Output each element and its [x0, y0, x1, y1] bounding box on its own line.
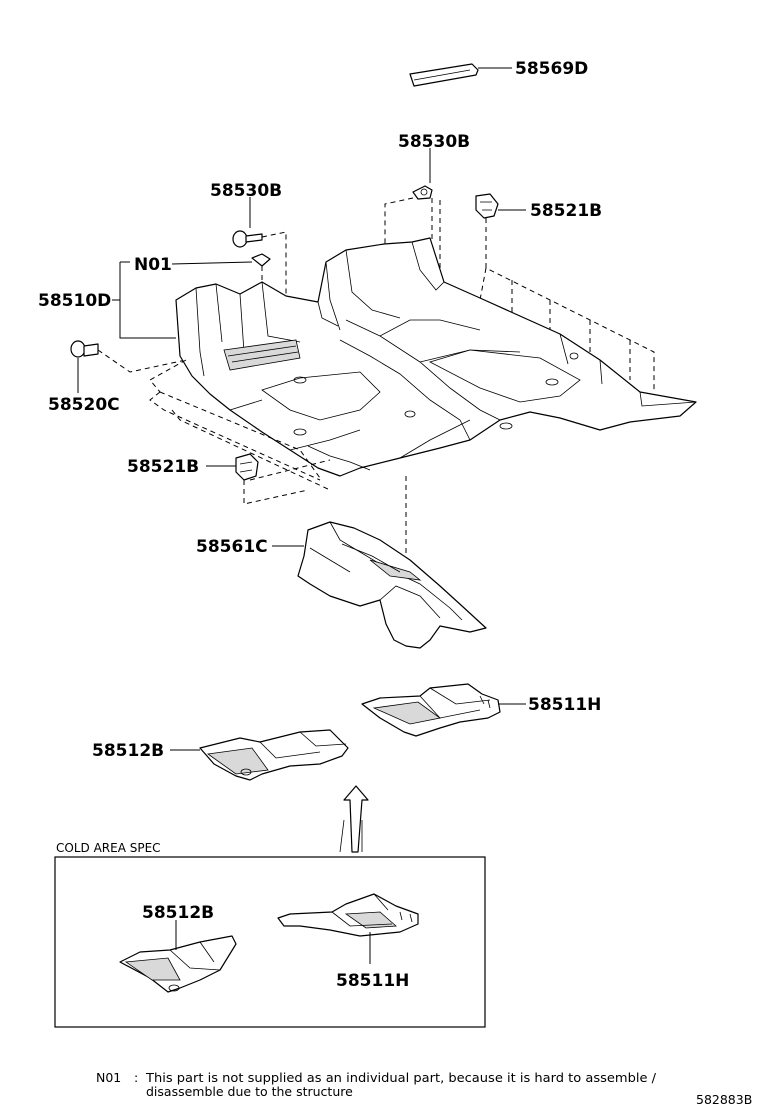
- insulator-58561c: [297, 521, 487, 649]
- label-58521b-right: 58521B: [530, 201, 602, 221]
- clip-58530b-upper: [412, 185, 433, 200]
- arrow-up-icon: [339, 785, 369, 853]
- cold-area-spec-box: COLD AREA SPEC 58512B 58511H: [54, 841, 486, 1028]
- label-58511h: 58511H: [528, 695, 601, 715]
- label-n01: N01: [134, 255, 172, 275]
- footnote-line-2: disassemble due to the structure: [146, 1084, 353, 1099]
- clip-58521b-right: [475, 193, 499, 219]
- cold-label-58511h: 58511H: [336, 971, 409, 991]
- front-mat-58512b: [199, 729, 349, 781]
- floor-carpet-assembly: [175, 237, 697, 477]
- label-58510d: 58510D: [38, 291, 111, 311]
- footnote-separator: :: [134, 1070, 138, 1085]
- clip-58521b-left: [235, 453, 259, 481]
- label-58530b-upper: 58530B: [398, 132, 470, 152]
- label-58521b-left: 58521B: [127, 457, 199, 477]
- rear-mat-58511h: [361, 683, 501, 737]
- clip-58530b-left: [232, 230, 263, 248]
- footnote-line-1: This part is not supplied as an individu…: [145, 1070, 657, 1085]
- label-58520c: 58520C: [48, 395, 120, 415]
- footnote: N01 : This part is not supplied as an in…: [96, 1070, 657, 1099]
- screw-58520c: [70, 340, 99, 358]
- footnote-code: N01: [96, 1070, 121, 1085]
- cold-label-58512b: 58512B: [142, 903, 214, 923]
- label-58569d: 58569D: [515, 59, 588, 79]
- cold-area-title: COLD AREA SPEC: [56, 841, 161, 855]
- diagram-id: 582883B: [696, 1092, 752, 1107]
- scuff-plate-58569d: [409, 63, 479, 87]
- label-58561c: 58561C: [196, 537, 268, 557]
- cold-rear-mat-58511h: [277, 893, 419, 937]
- pin-n01: [251, 253, 271, 267]
- cold-front-mat-58512b: [119, 935, 237, 993]
- label-58512b: 58512B: [92, 741, 164, 761]
- label-58530b-left: 58530B: [210, 181, 282, 201]
